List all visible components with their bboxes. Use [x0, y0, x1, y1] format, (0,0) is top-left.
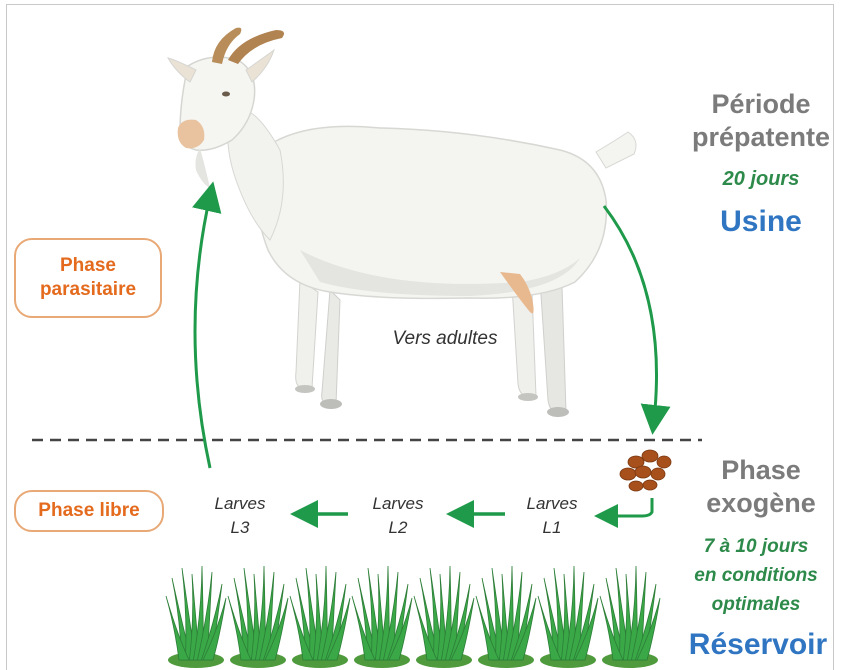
phase-parasitaire-badge: Phase parasitaire	[14, 238, 162, 318]
grass-tuft-icon	[166, 566, 226, 668]
larvae-l1-line1: Larves	[512, 492, 592, 516]
phase-parasitaire-line1: Phase	[40, 254, 136, 278]
reservoir-label: Réservoir	[668, 628, 848, 662]
goat-illustration	[168, 28, 636, 417]
exogene-line2: exogène	[676, 487, 846, 520]
phase-exogene-title: Phase exogène	[676, 454, 846, 520]
vers-adultes-label: Vers adultes	[360, 328, 530, 350]
arrow-feces-to-l1	[606, 498, 652, 516]
periode-days: 20 jours	[676, 168, 846, 191]
usine-label: Usine	[676, 205, 846, 239]
exogene-line1: Phase	[676, 454, 846, 487]
grass-tuft-icon	[290, 566, 350, 668]
larvae-l3-line2: L3	[200, 516, 280, 540]
phase-libre-badge: Phase libre	[14, 490, 164, 532]
larvae-l2-line2: L2	[358, 516, 438, 540]
phase-libre-label: Phase libre	[38, 499, 139, 523]
larvae-l1-line2: L1	[512, 516, 592, 540]
larvae-l2-label: Larves L2	[358, 492, 438, 540]
arrow-goat-to-feces	[604, 206, 657, 420]
periode-line1: Période	[676, 88, 846, 121]
grass-tuft-icon	[476, 566, 536, 668]
grass-tuft-icon	[600, 566, 660, 668]
exogene-duration: 7 à 10 jours en conditions optimales	[666, 532, 846, 619]
larvae-l1-label: Larves L1	[512, 492, 592, 540]
grass-tuft-icon	[538, 566, 598, 668]
exogene-cond-line1: en conditions	[666, 561, 846, 590]
grass-tuft-icon	[352, 566, 412, 668]
arrow-l3-to-goat	[195, 196, 210, 468]
grass-tuft-icon	[414, 566, 474, 668]
grass-tuft-icon	[228, 566, 288, 668]
phase-parasitaire-line2: parasitaire	[40, 278, 136, 302]
exogene-cond-line2: optimales	[666, 590, 846, 619]
feces-pellets-icon	[620, 450, 671, 491]
larvae-l3-line1: Larves	[200, 492, 280, 516]
exogene-days: 7 à 10 jours	[666, 532, 846, 561]
periode-line2: prépatente	[676, 121, 846, 154]
periode-prepatente-title: Période prépatente	[676, 88, 846, 154]
larvae-l2-line1: Larves	[358, 492, 438, 516]
larvae-l3-label: Larves L3	[200, 492, 280, 540]
grass-row	[166, 566, 660, 668]
